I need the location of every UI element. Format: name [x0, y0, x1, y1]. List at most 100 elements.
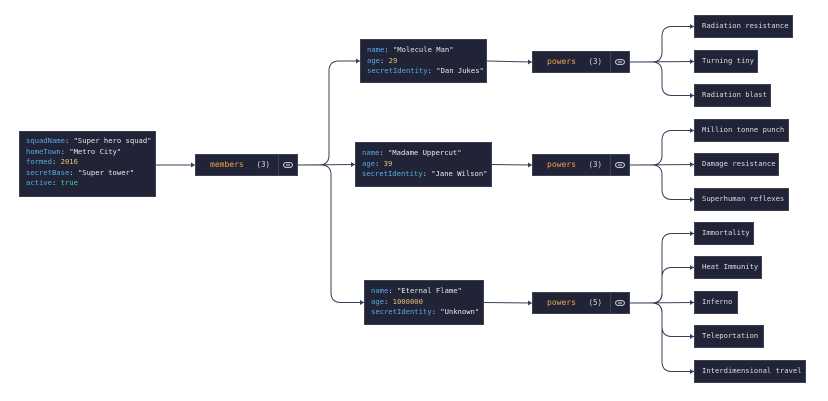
- member-field-row: name: "Eternal Flame": [371, 286, 462, 295]
- edge-line: [630, 302, 694, 372]
- key: secretIdentity: [362, 169, 423, 179]
- key: name: [371, 286, 389, 295]
- power-leaf-node[interactable]: Radiation resistance: [694, 15, 793, 38]
- member-field-row: age: 39: [362, 158, 393, 168]
- edge-arrowhead: [690, 197, 694, 202]
- members-label: members: [210, 159, 244, 169]
- edge-arrowhead: [690, 231, 694, 236]
- edge-line: [630, 61, 694, 96]
- value: 2016: [60, 157, 78, 167]
- value: "Madame Uppercut": [387, 148, 462, 157]
- root-secretbase-row: secretBase: "Super tower": [26, 167, 135, 177]
- key: active: [26, 178, 52, 188]
- edge-line: [630, 130, 694, 166]
- root-object-node[interactable]: squadName: "Super hero squad" homeTown: …: [19, 131, 156, 197]
- edge-arrowhead: [690, 162, 694, 167]
- member-field-row: secretIdentity: "Dan Jukes": [367, 66, 484, 76]
- edge-arrowhead: [356, 58, 360, 64]
- edge-arrowhead: [528, 59, 532, 65]
- value: 39: [383, 158, 393, 168]
- power-leaf-node[interactable]: Inferno: [694, 291, 738, 314]
- edge-arrowhead: [528, 300, 532, 306]
- power-leaf-node[interactable]: Teleportation: [694, 325, 764, 348]
- members-array-node[interactable]: members (3): [195, 154, 298, 176]
- value: "Molecule Man": [392, 45, 454, 54]
- link-icon[interactable]: [610, 155, 629, 175]
- power-leaf-node[interactable]: Immortality: [694, 222, 754, 245]
- powers-label: powers: [547, 297, 576, 307]
- root-squadname-row: squadName: "Super hero squad": [26, 136, 152, 145]
- key: homeTown: [26, 146, 61, 156]
- value: 29: [388, 55, 398, 65]
- edge-arrowhead: [191, 162, 195, 168]
- edge-line: [298, 60, 360, 166]
- edge-line: [491, 164, 533, 166]
- key: age: [371, 296, 384, 306]
- powers-count: (3): [588, 56, 602, 66]
- member-field-row: age: 1000000: [371, 296, 423, 306]
- power-leaf-node[interactable]: Damage resistance: [694, 153, 779, 176]
- edge-arrowhead: [690, 334, 694, 339]
- powers-label: powers: [547, 159, 576, 169]
- key: secretIdentity: [371, 307, 432, 317]
- edge-arrowhead: [690, 128, 694, 133]
- value: "Super tower": [77, 167, 135, 177]
- edge-line: [486, 60, 533, 63]
- key: name: [367, 45, 385, 54]
- edge-arrowhead: [690, 265, 694, 270]
- power-leaf-node[interactable]: Turning tiny: [694, 50, 758, 73]
- edge-arrowhead: [690, 59, 694, 64]
- value: "Unknown": [440, 307, 480, 317]
- edge-line: [630, 164, 694, 200]
- key: secretIdentity: [367, 66, 428, 76]
- value: "Jane Wilson": [431, 169, 488, 179]
- edge-arrowhead: [351, 162, 355, 167]
- link-icon[interactable]: [610, 52, 629, 72]
- edge-arrowhead: [690, 24, 694, 29]
- key: squadName: [26, 136, 65, 145]
- key: formed: [26, 157, 52, 167]
- key: secretBase: [26, 167, 70, 177]
- key: age: [362, 158, 375, 168]
- powers-label: powers: [547, 56, 576, 66]
- edge-arrowhead: [690, 369, 694, 374]
- value: "Eternal Flame": [396, 286, 462, 295]
- power-leaf-node[interactable]: Radiation blast: [694, 84, 771, 107]
- member-field-row: name: "Madame Uppercut": [362, 148, 462, 157]
- powers-array-node[interactable]: powers (3): [532, 51, 630, 73]
- edge-arrowhead: [690, 93, 694, 98]
- key: name: [362, 148, 380, 157]
- link-icon[interactable]: [278, 155, 297, 175]
- link-icon[interactable]: [610, 293, 629, 313]
- powers-count: (5): [588, 297, 602, 307]
- powers-array-node[interactable]: powers (5): [532, 292, 630, 314]
- value: "Dan Jukes": [436, 66, 484, 76]
- value: 1000000: [392, 296, 423, 306]
- edge-line: [483, 302, 533, 304]
- power-leaf-node[interactable]: Million tonne punch: [694, 119, 789, 142]
- edge-arrowhead: [528, 162, 532, 168]
- powers-count: (3): [588, 159, 602, 169]
- edge-line: [298, 164, 364, 303]
- root-active-row: active: true: [26, 178, 78, 188]
- edge-line: [630, 26, 694, 63]
- key: age: [367, 55, 380, 65]
- value: "Super hero squad": [73, 136, 152, 145]
- member-field-row: secretIdentity: "Jane Wilson": [362, 169, 488, 179]
- root-hometown-row: homeTown: "Metro City": [26, 146, 122, 156]
- edge-arrowhead: [690, 300, 694, 305]
- root-formed-row: formed: 2016: [26, 157, 78, 167]
- member-field-row: age: 29: [367, 55, 398, 65]
- power-leaf-node[interactable]: Superhuman reflexes: [694, 188, 789, 211]
- value: "Metro City": [69, 146, 122, 156]
- members-count: (3): [256, 159, 270, 169]
- edge-arrowhead: [360, 300, 364, 305]
- power-leaf-node[interactable]: Heat Immunity: [694, 256, 762, 279]
- value: true: [60, 178, 78, 188]
- power-leaf-node[interactable]: Interdimensional travel: [694, 360, 806, 383]
- powers-array-node[interactable]: powers (3): [532, 154, 630, 176]
